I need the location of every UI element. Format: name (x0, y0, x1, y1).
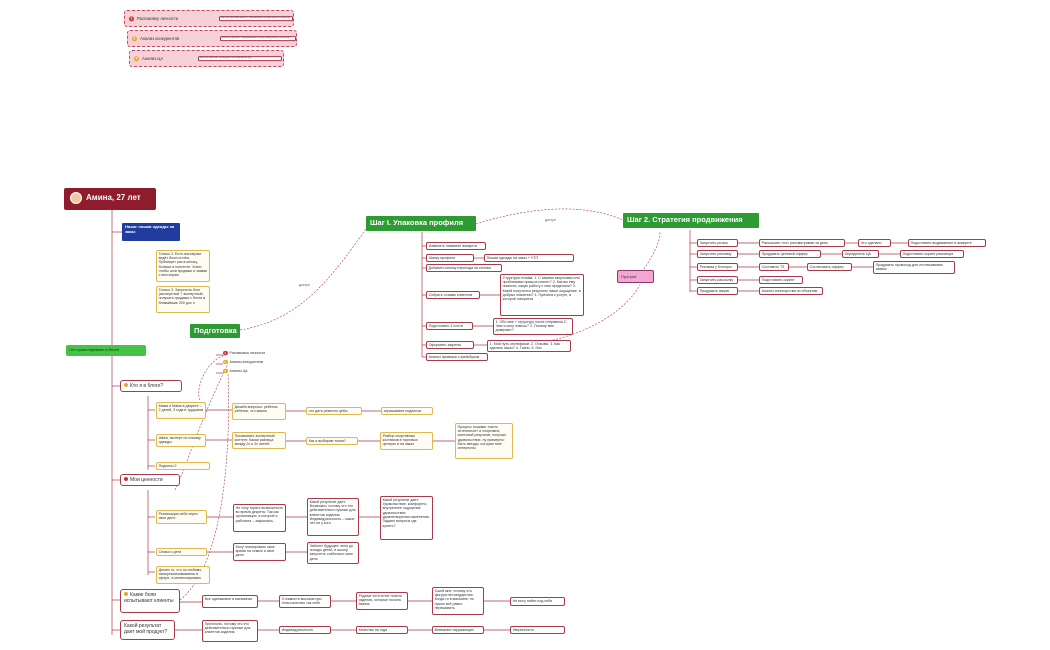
step2-item[interactable]: Запустить рилсы (697, 239, 738, 247)
values-note[interactable]: Делаю то, что по-любимо, самореализовыва… (156, 566, 210, 584)
step2-note[interactable]: Продумать целевой оффер (759, 250, 821, 258)
result-note[interactable]: Уверенность (510, 626, 565, 634)
values-note[interactable]: Могу планировать свое время на семью и с… (233, 543, 286, 561)
values-note[interactable]: Заботит будущее: могу до походы детей, в… (307, 542, 359, 564)
result-node[interactable]: Какой результат дает мой продукт? (120, 620, 175, 640)
blog-topic-node[interactable]: Что транслировать в блоге (66, 345, 146, 356)
step1-note[interactable]: Пошив одежды на заказ + УТП (484, 254, 574, 262)
step1-item[interactable]: Анализ привязки с фейсбуком (426, 353, 488, 361)
avatar-icon (70, 191, 82, 204)
root-title: Амина, 27 лет (86, 193, 141, 202)
step2-note[interactable]: Подготовить скрипт разговора (900, 250, 964, 258)
prep-item-label: Анализ конкурентов (229, 360, 264, 364)
step2-item[interactable]: Запустить рекламу (697, 250, 738, 258)
step1-item[interactable]: Добавить кнопку перехода на контакт (426, 264, 502, 272)
step1-item[interactable]: Оформить закрепы (426, 341, 474, 349)
priority-3-icon: 3 (223, 368, 228, 374)
progrev-node[interactable]: Прогрев (617, 270, 654, 283)
pains-node[interactable]: Какие боли испытывают клиенты (120, 589, 180, 613)
legend-label: Распаковку личности (137, 15, 179, 21)
priority-icon (124, 592, 128, 597)
step2-note[interactable]: Что сделано (858, 239, 891, 247)
niche-note[interactable]: Только 3. Есть инстаграм. ведёт блоги в … (156, 250, 210, 282)
step1-item[interactable]: Подготовить 3 поста (426, 322, 473, 330)
step1-note[interactable]: Структура отзыва: 1. С какими запросами … (500, 274, 584, 316)
priority-3-icon: 3 (134, 55, 139, 61)
step2-item[interactable]: Продумать акцию (697, 287, 738, 295)
values-note[interactable]: Семья и дети (156, 548, 207, 556)
relation-label: доступ (299, 283, 310, 287)
pains-note[interactable]: Родные хотя хотят носить изделия, которы… (356, 592, 408, 610)
pains-note[interactable]: Не могу найти под себя (510, 597, 565, 606)
step2-note[interactable]: Продумать промокод для отслеживания заяв… (873, 261, 955, 274)
who-note[interactable]: Разбор спортивных костюмов в торговых це… (380, 432, 433, 450)
niche-note[interactable]: Только 3. Запустить блог (экспертный + э… (156, 286, 210, 313)
priority-1-icon: 1 (223, 350, 228, 356)
step1-node[interactable]: Шаг I. Упаковка профиля (366, 216, 476, 231)
step2-item[interactable]: Реклама у блогеры (697, 263, 738, 271)
who-note[interactable]: Мама и Мама в декрете – 2 детей, 3 года … (156, 402, 206, 419)
step1-note[interactable]: 1. Обо мне + структуру поста отправила 2… (493, 318, 573, 335)
who-note[interactable]: что дать ремесло цебы (306, 407, 362, 415)
step1-note[interactable]: 1. Мой путь сертификат. 2. Отзывы. 3. Ка… (487, 340, 571, 352)
result-note[interactable]: Индивидуальность (279, 626, 331, 634)
legend-label: Анализ ЦА (142, 55, 164, 61)
legend-note: Мы это сделаем вместе: распаковка; сегод… (219, 15, 293, 22)
step2-note[interactable]: Определить ЦА (842, 250, 879, 258)
step1-item[interactable]: Изменить название аккаунта (426, 242, 486, 250)
who-note[interactable]: Подписы 2 (156, 462, 210, 470)
values-note[interactable]: Какой результат дает: Удовольствие, комф… (380, 496, 433, 540)
who-node[interactable]: Кто я в блоге? (120, 380, 182, 392)
step2-note[interactable]: Составить ТЗ (759, 263, 789, 271)
who-note[interactable]: Показывать экспертный контент. Какая раз… (232, 432, 286, 449)
values-title: Мои ценности (130, 476, 163, 483)
step1-item[interactable]: Собрать отзывы клиентов (426, 291, 480, 299)
values-note[interactable]: Реализация себя через свое дело (156, 510, 207, 524)
who-note[interactable]: Швея, эксперт по пошиву одежды (156, 434, 206, 447)
step2-note[interactable]: Подготовить скрипт (759, 276, 803, 284)
who-note[interactable]: спрашивают подписчи (381, 407, 433, 415)
result-note[interactable]: Качество на года (356, 626, 408, 634)
legend-note: Мы это сделали: сформирован список конку… (220, 35, 296, 42)
result-note[interactable]: Внимание окружающих (432, 626, 484, 634)
step2-node[interactable]: Шаг 2. Стратегия продвижения (623, 213, 759, 228)
who-note[interactable]: Как я выбираю ткани? (306, 437, 358, 445)
legend-note: Мы это сделали: проведено исследование Ц… (198, 55, 282, 62)
root-node[interactable]: Амина, 27 лет (64, 188, 156, 210)
pains-title: Какие боли испытывают клиенты (124, 591, 174, 604)
pains-note[interactable]: Все одинаковое в магазинах (202, 595, 258, 608)
priority-icon (124, 477, 128, 482)
prep-node[interactable]: Подготовка (190, 324, 240, 338)
priority-icon (124, 383, 128, 388)
result-note[interactable]: Прочность. потому что это действительно … (202, 620, 258, 642)
relation-label: доступ (545, 218, 556, 222)
prep-item-label: Анализ ЦА (229, 369, 248, 373)
step2-note[interactable]: Рассказать «по» рассматриваю за день (759, 239, 845, 247)
legend-label: Анализ конкурентов (140, 35, 180, 41)
who-title: Кто я в блоге? (130, 382, 164, 389)
step2-note[interactable]: Подготовить выдвижение в аккаунте (908, 239, 986, 247)
who-note[interactable]: Дизайн вопросы: ребенок ребенок, что важ… (232, 403, 286, 420)
priority-2-icon: 2 (132, 35, 137, 41)
priority-1-icon: 1 (129, 15, 134, 21)
prep-item-label: Распаковка личности (229, 351, 266, 355)
step2-note[interactable]: Анализ спонсорства по объектам (759, 287, 823, 295)
values-note[interactable]: Не хочу терять возможность во время декр… (233, 504, 286, 532)
step1-item[interactable]: Шапку профиля (426, 254, 474, 262)
pains-note[interactable]: Стоимость высокая при этом качество так … (279, 595, 331, 608)
step2-item[interactable]: Запустить рассылку (697, 276, 738, 284)
step2-note[interactable]: Согласовать оффер (807, 263, 852, 271)
values-note[interactable]: Какой результат дает. Возможно, потому ч… (307, 498, 359, 536)
values-node[interactable]: Мои ценности (120, 474, 180, 486)
pains-note[interactable]: Сшей мне, потому что фигура нестандартна… (432, 587, 484, 615)
niche-node[interactable]: Ниша: пошив одежды на заказ (122, 223, 180, 241)
who-note[interactable]: Процесс пошива: «шить эстетичное» и спор… (455, 423, 513, 459)
priority-2-icon: 2 (223, 359, 228, 365)
